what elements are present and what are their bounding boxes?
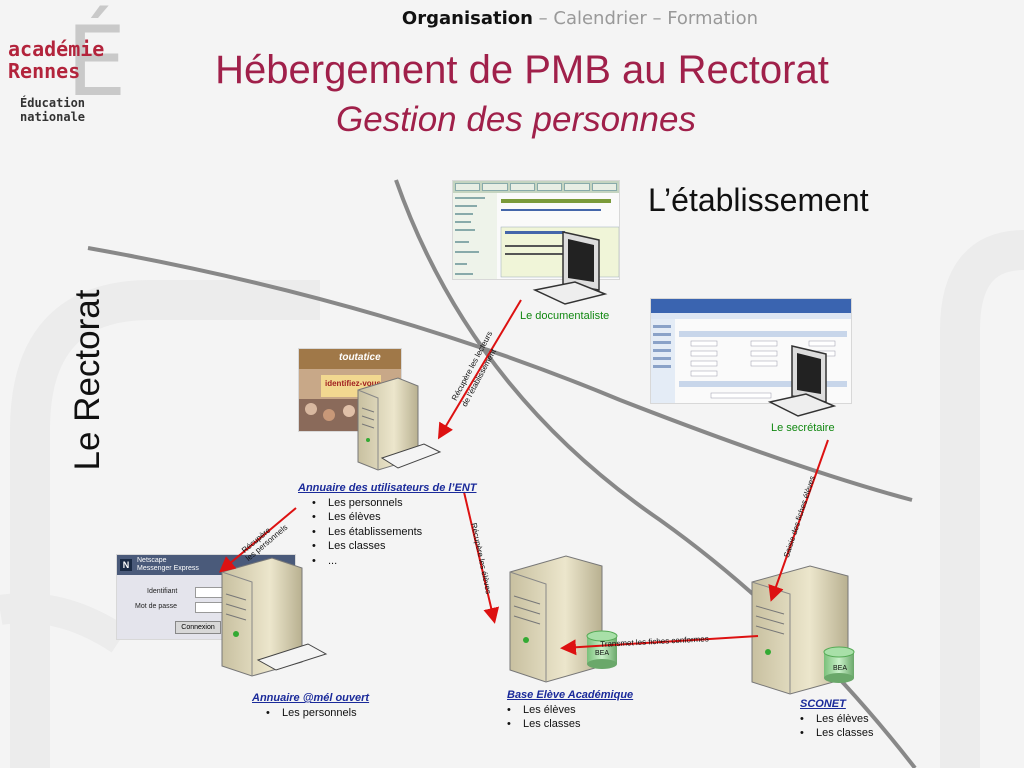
list-item: Les classes	[800, 726, 874, 741]
sconet-db-label: BEA	[833, 665, 848, 672]
nav-current[interactable]: Organisation	[401, 8, 533, 29]
actor-documentaliste: Le documentaliste	[520, 310, 610, 322]
list-item: Les personnels	[312, 496, 477, 511]
list-item: Les établissements	[312, 525, 477, 540]
pmb-screenshot	[452, 180, 620, 280]
nav-rest[interactable]: – Calendrier – Formation	[532, 8, 759, 29]
ent-portal-screenshot: toutatice identifiez-vous	[298, 348, 402, 432]
list-item: Les élèves	[507, 703, 633, 718]
region-etablissement: L’établissement	[648, 182, 869, 218]
service-ent: Annuaire des utilisateurs de l’ENT Les p…	[298, 481, 477, 568]
actor-secretaire: Le secrétaire	[771, 422, 835, 434]
logo-e-glyph: É	[66, 6, 127, 118]
service-ent-list: Les personnels Les élèves Les établissem…	[298, 496, 477, 569]
region-rectorat: Le Rectorat	[68, 289, 107, 471]
service-sconet-title[interactable]: SCONET	[800, 698, 846, 710]
list-item: Les élèves	[800, 712, 873, 727]
bea-db-label: BEA	[595, 650, 610, 657]
login-label-id: Identifiant	[147, 588, 178, 595]
service-bea-list: Les élèves Les classes	[507, 703, 633, 732]
list-item: Les classes	[312, 539, 477, 554]
list-item: Les élèves	[312, 510, 477, 525]
login-label-pw: Mot de passe	[135, 603, 178, 610]
service-mel-list: Les personnels	[252, 706, 369, 721]
page-title: Hébergement de PMB au Rectorat	[215, 48, 829, 92]
login-pw-input[interactable]	[195, 602, 291, 613]
login-connexion-button[interactable]: Connexion	[175, 621, 221, 634]
list-item: Les classes	[507, 717, 633, 732]
service-ent-title[interactable]: Annuaire des utilisateurs de l’ENT	[298, 482, 477, 494]
portal-identify-label: identifiez-vous	[325, 379, 382, 388]
service-bea: Base Elève Académique Les élèves Les cla…	[507, 688, 633, 732]
service-bea-title[interactable]: Base Elève Académique	[507, 689, 634, 701]
top-nav: Organisation – Calendrier – Formation	[0, 8, 1024, 29]
service-mel: Annuaire @mél ouvert Les personnels	[252, 691, 369, 720]
portal-brand: toutatice	[339, 352, 381, 363]
service-mel-title[interactable]: Annuaire @mél ouvert	[252, 692, 370, 704]
login-id-input[interactable]	[195, 587, 291, 598]
list-item: ...	[312, 554, 477, 569]
sconet-screenshot	[650, 298, 852, 404]
netscape-icon: N	[120, 559, 132, 571]
pmb-page-graphic	[453, 193, 619, 279]
page-subtitle: Gestion des personnes	[336, 100, 696, 139]
list-item: Les personnels	[266, 706, 369, 721]
service-sconet-list: Les élèves Les classes	[800, 712, 874, 741]
sconet-page-graphic	[651, 299, 851, 403]
service-sconet: SCONET Les élèves Les classes	[800, 697, 874, 741]
